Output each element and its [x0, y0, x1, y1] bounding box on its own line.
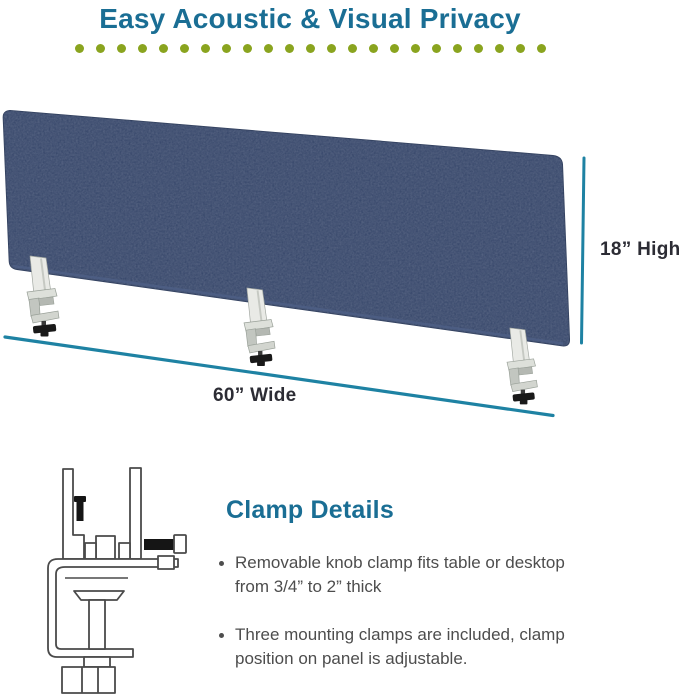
clamp-knob-ridges [81, 667, 99, 693]
clamp-details-list: Removable knob clamp fits table or deskt… [219, 551, 587, 694]
dot [473, 44, 483, 53]
dot [263, 44, 273, 53]
height-dimension-line [580, 156, 586, 345]
dot [137, 44, 147, 53]
bracket-small-block-left [84, 542, 97, 560]
list-item: Three mounting clamps are included, clam… [219, 623, 587, 671]
bracket-center-block [95, 535, 116, 560]
screw-column [88, 599, 106, 650]
bullet-text: Removable knob clamp fits table or deskt… [235, 553, 565, 596]
dot [347, 44, 357, 53]
dot [431, 44, 441, 53]
dot [74, 44, 84, 53]
dots-row [0, 44, 620, 53]
dot [116, 44, 126, 53]
dot [305, 44, 315, 53]
dot [284, 44, 294, 53]
height-dimension-label: 18” High [600, 239, 679, 260]
bracket-right-prong [129, 467, 142, 560]
bullet-icon [219, 633, 224, 638]
dot [368, 44, 378, 53]
list-item: Removable knob clamp fits table or deskt… [219, 551, 587, 599]
dot [494, 44, 504, 53]
dot [536, 44, 546, 53]
dot [200, 44, 210, 53]
horizontal-bolt-head [173, 534, 187, 554]
c-clamp-end-tab [157, 555, 175, 570]
dot [221, 44, 231, 53]
bullet-text: Three mounting clamps are included, clam… [235, 625, 565, 668]
dot [389, 44, 399, 53]
privacy-panel [2, 109, 571, 347]
page-title: Easy Acoustic & Visual Privacy [99, 3, 521, 34]
dot [95, 44, 105, 53]
panel-diagram [2, 109, 586, 418]
bullet-icon [219, 561, 224, 566]
c-clamp-body [47, 558, 179, 658]
width-dimension-label: 60” Wide [213, 385, 297, 406]
fabric-texture-dark [3, 110, 570, 346]
dot [410, 44, 420, 53]
panel-bottom-edge-highlight [12, 264, 564, 345]
vertical-bolt [74, 496, 86, 521]
dot [179, 44, 189, 53]
dot [242, 44, 252, 53]
screw-coupler [83, 656, 111, 668]
width-dimension-line [3, 335, 555, 418]
dot [515, 44, 525, 53]
dot [326, 44, 336, 53]
clamp-details-heading: Clamp Details [226, 496, 394, 524]
dot [158, 44, 168, 53]
clamp-technical-drawing [47, 467, 187, 694]
dot [452, 44, 462, 53]
bracket-small-block-right [118, 542, 131, 560]
horizontal-bolt-shaft [144, 539, 174, 550]
screw-pad [73, 590, 125, 601]
header: Easy Acoustic & Visual Privacy [0, 0, 620, 53]
clamp-knob [61, 666, 116, 694]
